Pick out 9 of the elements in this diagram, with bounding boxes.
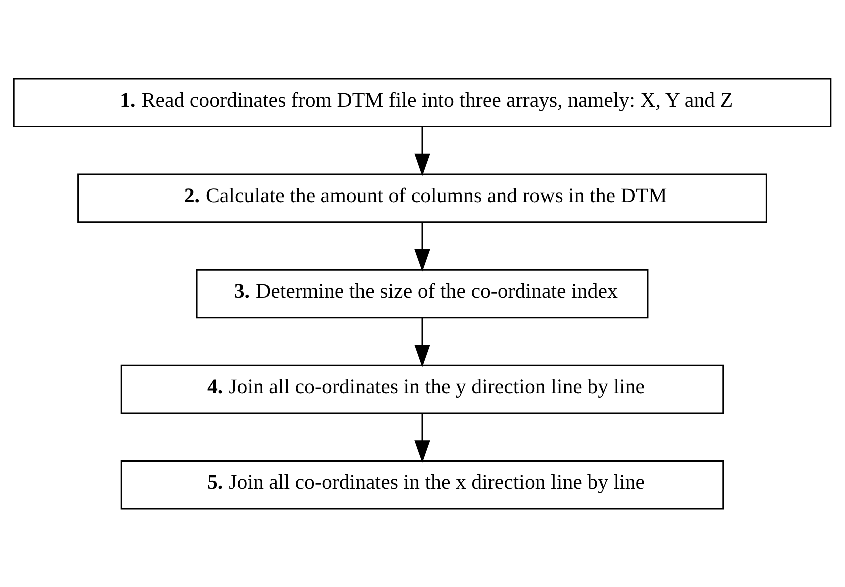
arrow bbox=[414, 412, 430, 463]
node-box: 5. Join all co-ordinates in the x direction line by line bbox=[120, 460, 724, 510]
node-box: 4. Join all co-ordinates in the y direction line by line bbox=[120, 364, 724, 414]
arrow bbox=[414, 126, 430, 176]
node-box: 1. Read coordinates from DTM file into three arrays, namely: X, Y and Z bbox=[13, 78, 832, 127]
node-box: 2. Calculate the amount of columns and rows in the DTM bbox=[78, 173, 768, 223]
arrow bbox=[414, 317, 430, 367]
arrow bbox=[414, 222, 430, 272]
node-box: 3. Determine the size of the co-ordinate index bbox=[196, 268, 649, 318]
